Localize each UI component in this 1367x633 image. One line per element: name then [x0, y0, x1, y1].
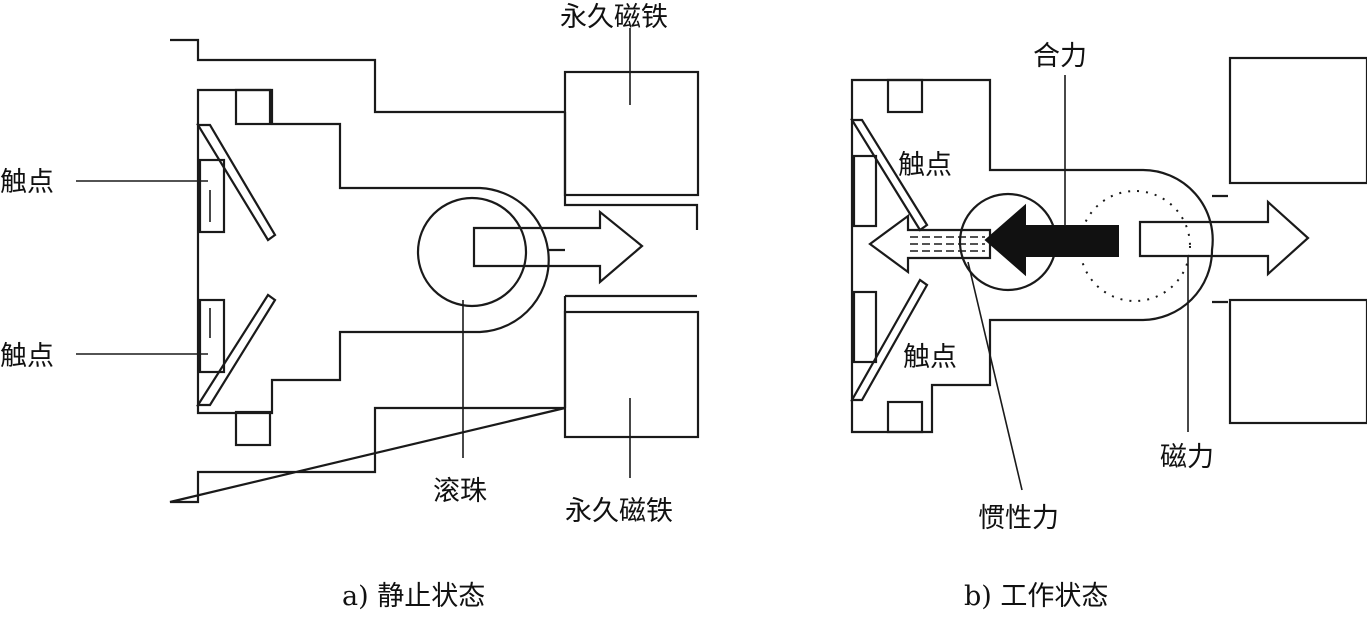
label-permanent-magnet-top: 永久磁铁	[560, 2, 668, 33]
panel-b-contact-tab	[852, 154, 878, 228]
label-resultant-force: 合力	[1033, 41, 1087, 72]
panel-b-magnet-bottom	[1228, 298, 1367, 425]
panel-a-housing	[169, 38, 566, 504]
label-contact-lower-b: 触点	[903, 342, 957, 373]
panel-a-contact-tab	[198, 298, 226, 374]
panel-a-contact-tab	[198, 158, 226, 234]
label-ball: 滚珠	[433, 476, 487, 507]
caption-working-state: b) 工作状态	[964, 581, 1109, 612]
panel-a-magnet-top	[563, 70, 700, 197]
panel-a-ball	[416, 196, 528, 308]
panel-a-channel	[548, 112, 699, 408]
panel-a-static-state	[76, 28, 700, 504]
panel-b-block	[886, 78, 924, 114]
label-magnetic-force: 磁力	[1160, 442, 1214, 473]
panel-b-contact-tab	[852, 290, 878, 364]
panel-b-contact-spring-lower	[850, 278, 929, 402]
label-contact-lower: 触点	[0, 341, 54, 372]
panel-a-block	[234, 410, 272, 447]
panel-a-contact-spring-upper	[196, 123, 277, 242]
panel-a-magnet-bottom	[563, 310, 700, 439]
panel-a-block	[234, 88, 272, 126]
caption-static-state: a) 静止状态	[342, 581, 486, 612]
panel-b-magnetic-force-arrow	[1138, 199, 1310, 277]
panel-b-inertia-arrow	[868, 213, 992, 275]
panel-b-block	[886, 400, 924, 434]
panel-b-contact-spring-upper	[850, 118, 929, 232]
panel-a-cavity	[196, 88, 550, 415]
label-contact-upper-b: 触点	[898, 150, 952, 181]
panel-a-contact-spring-lower	[195, 293, 277, 407]
label-inertia-force: 惯性力	[978, 503, 1059, 534]
panel-b-magnet-top	[1228, 56, 1367, 185]
panel-b-housing	[850, 78, 1214, 434]
label-permanent-magnet-bottom: 永久磁铁	[565, 496, 673, 527]
label-contact-upper: 触点	[0, 167, 54, 198]
panel-b-working-state	[850, 56, 1367, 491]
panel-b-resultant-arrow	[984, 203, 1119, 277]
panel-a-magnetic-force-arrow	[472, 209, 644, 285]
